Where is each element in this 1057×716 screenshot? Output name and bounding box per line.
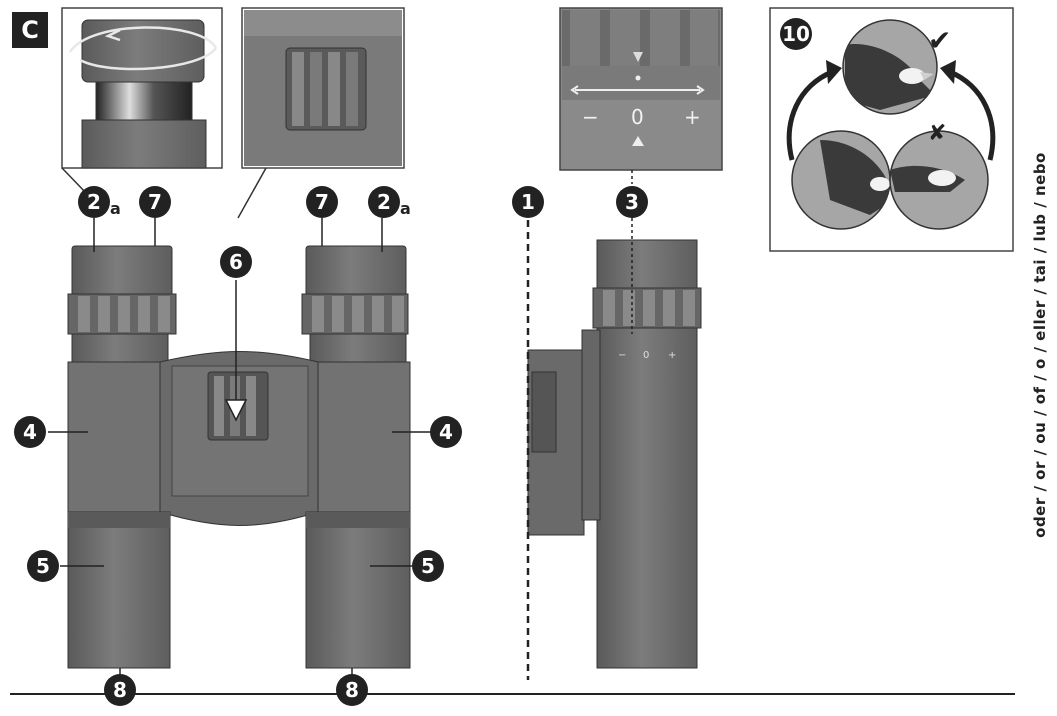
diopter-zero-label: 0 — [631, 105, 644, 129]
callout-5-left: 5 — [27, 550, 59, 582]
callout-1: 1 — [512, 186, 544, 218]
callout-7-left: 7 — [139, 186, 171, 218]
inset-focus-wheel — [237, 7, 405, 219]
view-circle-left — [791, 130, 891, 230]
callout-10: 10 — [780, 18, 812, 50]
svg-text:2: 2 — [377, 190, 391, 214]
svg-text:10: 10 — [782, 22, 810, 46]
binoculars-front-view — [67, 245, 411, 669]
svg-text:5: 5 — [36, 554, 50, 578]
callout-6: 6 — [220, 246, 252, 278]
language-or-separator-text: oder / or / ou / of / o / eller / tai / … — [1031, 152, 1049, 538]
callout-4-left: 4 — [14, 416, 46, 448]
inset-diopter-scale: − 0 + — [559, 7, 723, 171]
svg-text:2: 2 — [87, 190, 101, 214]
inset-focus-check: ✔ ✘ — [769, 7, 1014, 252]
callout-7-right: 7 — [306, 186, 338, 218]
callout-2a-right: 2 a — [368, 186, 411, 218]
svg-text:7: 7 — [148, 190, 162, 214]
side-diopter-plus: + — [668, 350, 676, 361]
diopter-minus-label: − — [582, 105, 599, 129]
svg-text:8: 8 — [113, 678, 127, 702]
leader-lines — [48, 170, 633, 684]
svg-text:4: 4 — [23, 420, 37, 444]
curved-arrow-icon — [786, 60, 996, 161]
callout-4-right: 4 — [430, 416, 462, 448]
svg-text:a: a — [110, 199, 121, 218]
svg-text:1: 1 — [521, 190, 535, 214]
callout-2a-left: 2 a — [78, 186, 121, 218]
callout-8-left: 8 — [104, 674, 136, 706]
figure-label-badge: C — [12, 12, 48, 48]
view-circle-sharp — [842, 19, 938, 115]
svg-text:8: 8 — [345, 678, 359, 702]
callout-5-right: 5 — [412, 550, 444, 582]
inset-eyepiece — [61, 7, 223, 196]
rotate-arrow-icon — [68, 26, 218, 71]
cross-icon: ✘ — [928, 121, 946, 146]
diopter-plus-label: + — [684, 105, 701, 129]
binocular-side-view: − 0 + — [527, 239, 702, 669]
side-diopter-zero: 0 — [643, 350, 649, 361]
svg-text:a: a — [400, 199, 411, 218]
callout-8-right: 8 — [336, 674, 368, 706]
callout-3: 3 — [616, 186, 648, 218]
checkmark-icon: ✔ — [928, 24, 951, 57]
svg-text:4: 4 — [439, 420, 453, 444]
view-circle-right — [889, 130, 989, 230]
svg-text:5: 5 — [421, 554, 435, 578]
svg-text:3: 3 — [625, 190, 639, 214]
svg-text:7: 7 — [315, 190, 329, 214]
svg-text:6: 6 — [229, 250, 243, 274]
side-diopter-minus: − — [618, 350, 626, 361]
